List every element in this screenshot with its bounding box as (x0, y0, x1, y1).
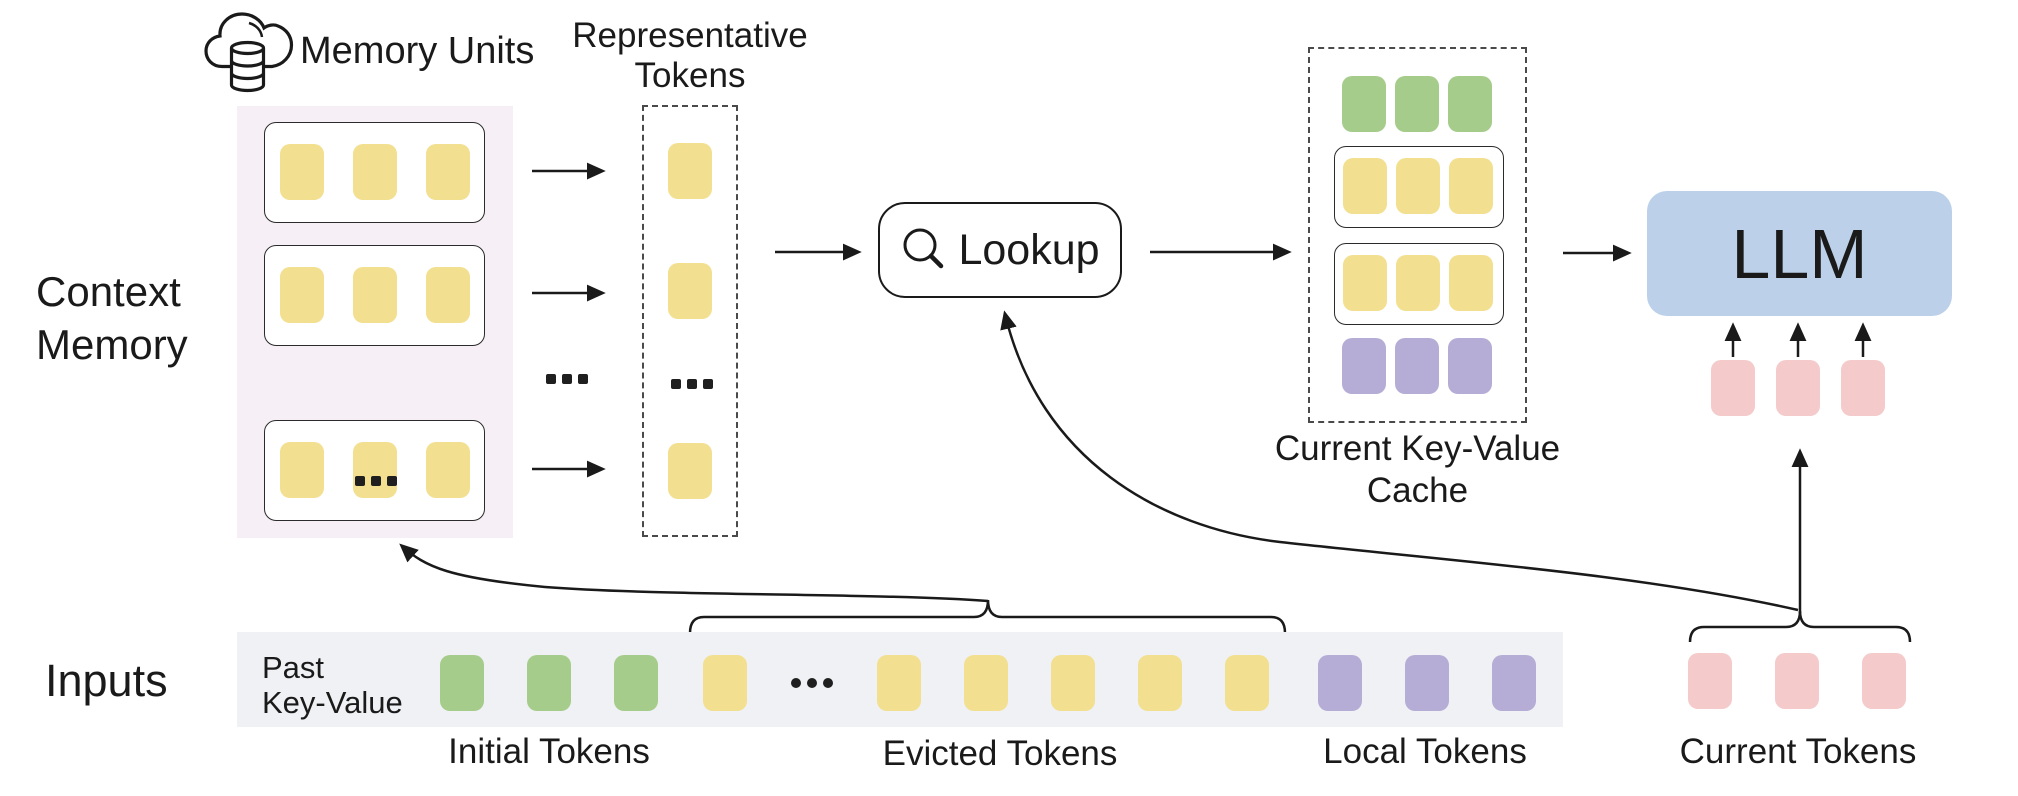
current-kv-cache-box (1308, 47, 1527, 423)
yellow-token (668, 263, 712, 319)
memory-unit (264, 122, 485, 223)
pink-token (1688, 653, 1732, 709)
representative-tokens-title: Representative Tokens (565, 16, 815, 97)
yellow-token (877, 655, 921, 711)
arrow-current-to-lookup (1000, 310, 1799, 612)
current-tokens-group (1688, 653, 1906, 709)
pink-token (1775, 653, 1819, 709)
local-tokens-label: Local Tokens (1323, 732, 1527, 771)
purple-token (1342, 338, 1386, 394)
yellow-token (426, 267, 470, 323)
lookup-box: Lookup (878, 202, 1122, 298)
yellow-token (280, 144, 324, 200)
yellow-token (1396, 255, 1440, 311)
context-memory-label-line1: Context (36, 268, 181, 315)
memory-unit (264, 420, 485, 521)
kv-cache-row-yellow-boxed (1334, 146, 1504, 228)
llm-box: LLM (1647, 191, 1952, 316)
cloud-database-icon (204, 12, 294, 93)
pink-token (1776, 360, 1820, 416)
yellow-token (668, 443, 712, 499)
context-memory-panel (237, 106, 513, 538)
yellow-token (964, 655, 1008, 711)
evicted-tokens-brace (688, 599, 1287, 634)
yellow-token (280, 267, 324, 323)
past-key-value-line1: Past (262, 650, 325, 685)
representative-token-row (668, 263, 712, 319)
green-token (1395, 76, 1439, 132)
current-tokens-brace (1688, 610, 1912, 643)
yellow-token (1138, 655, 1182, 711)
pink-token (1862, 653, 1906, 709)
representative-title-line1: Representative (572, 16, 808, 55)
past-key-value-line2: Key-Value (262, 685, 403, 721)
ellipsis-dots (546, 374, 588, 384)
llm-input-tokens (1711, 360, 1885, 416)
yellow-token (1343, 255, 1387, 311)
current-kv-cache-label: Current Key-Value Cache (1270, 428, 1565, 512)
green-token (527, 655, 571, 711)
green-token (1342, 76, 1386, 132)
kv-cache-row-yellow-boxed (1334, 243, 1504, 325)
ellipsis-dots (791, 678, 833, 688)
yellow-token (1396, 158, 1440, 214)
purple-token (1395, 338, 1439, 394)
green-token (440, 655, 484, 711)
ellipsis-dots (671, 379, 713, 389)
yellow-token (1051, 655, 1095, 711)
kv-cache-label-line1: Current Key-Value (1274, 429, 1561, 468)
yellow-token (668, 143, 712, 199)
yellow-token (280, 442, 324, 498)
pink-token (1841, 360, 1885, 416)
kv-cache-row-purple (1342, 338, 1492, 394)
initial-tokens-label: Initial Tokens (448, 732, 650, 771)
yellow-token (703, 655, 747, 711)
lookup-label: Lookup (958, 225, 1100, 274)
pink-token (1711, 360, 1755, 416)
kv-cache-label-line2: Cache (1366, 471, 1469, 510)
yellow-token (1449, 158, 1493, 214)
purple-token (1318, 655, 1362, 711)
yellow-token (353, 267, 397, 323)
yellow-token (426, 144, 470, 200)
yellow-token (1225, 655, 1269, 711)
representative-tokens-box (642, 105, 738, 537)
memory-units-title: Memory Units (300, 30, 535, 72)
initial-tokens-group (440, 655, 658, 711)
past-key-value-label: Past Key-Value (262, 650, 403, 720)
purple-token (1448, 338, 1492, 394)
yellow-token (1449, 255, 1493, 311)
yellow-token (1343, 158, 1387, 214)
context-memory-label: Context Memory (36, 266, 188, 371)
context-memory-label-line2: Memory (36, 320, 188, 368)
magnifier-icon (903, 228, 944, 269)
purple-token (1405, 655, 1449, 711)
ellipsis-slot (790, 655, 834, 711)
ellipsis-dots (355, 476, 397, 486)
evicted-tokens-group (703, 655, 1269, 711)
representative-token-row (668, 143, 712, 199)
local-tokens-group (1318, 655, 1536, 711)
arrow-evicted-to-memory (399, 543, 989, 603)
representative-title-line2: Tokens (634, 56, 746, 96)
memory-unit (264, 245, 485, 346)
green-token (1448, 76, 1492, 132)
purple-token (1492, 655, 1536, 711)
yellow-token (353, 144, 397, 200)
current-tokens-label: Current Tokens (1679, 732, 1917, 771)
green-token (614, 655, 658, 711)
evicted-tokens-label: Evicted Tokens (882, 734, 1118, 773)
yellow-token (426, 442, 470, 498)
inputs-section-label: Inputs (45, 655, 168, 706)
yellow-token (353, 442, 397, 498)
representative-token-row (668, 443, 712, 499)
kv-cache-row-green (1342, 76, 1492, 132)
